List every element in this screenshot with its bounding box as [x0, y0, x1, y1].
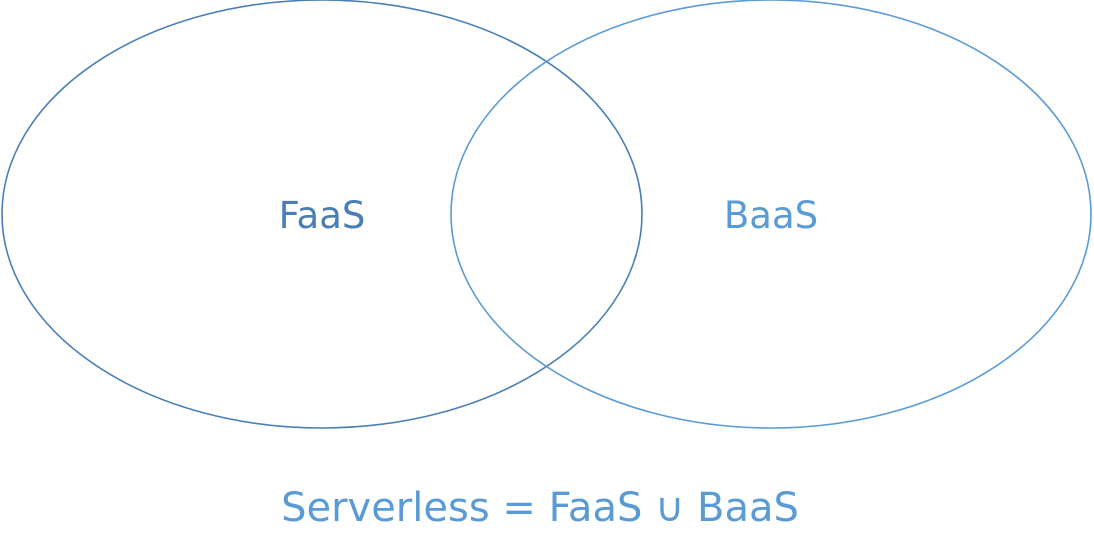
baas-label: BaaS — [724, 194, 818, 237]
serverless-formula: Serverless = FaaS ∪ BaaS — [281, 485, 799, 531]
faas-label: FaaS — [279, 194, 366, 237]
faas-set-ellipse — [1, 0, 643, 429]
baas-set-ellipse — [450, 0, 1092, 429]
